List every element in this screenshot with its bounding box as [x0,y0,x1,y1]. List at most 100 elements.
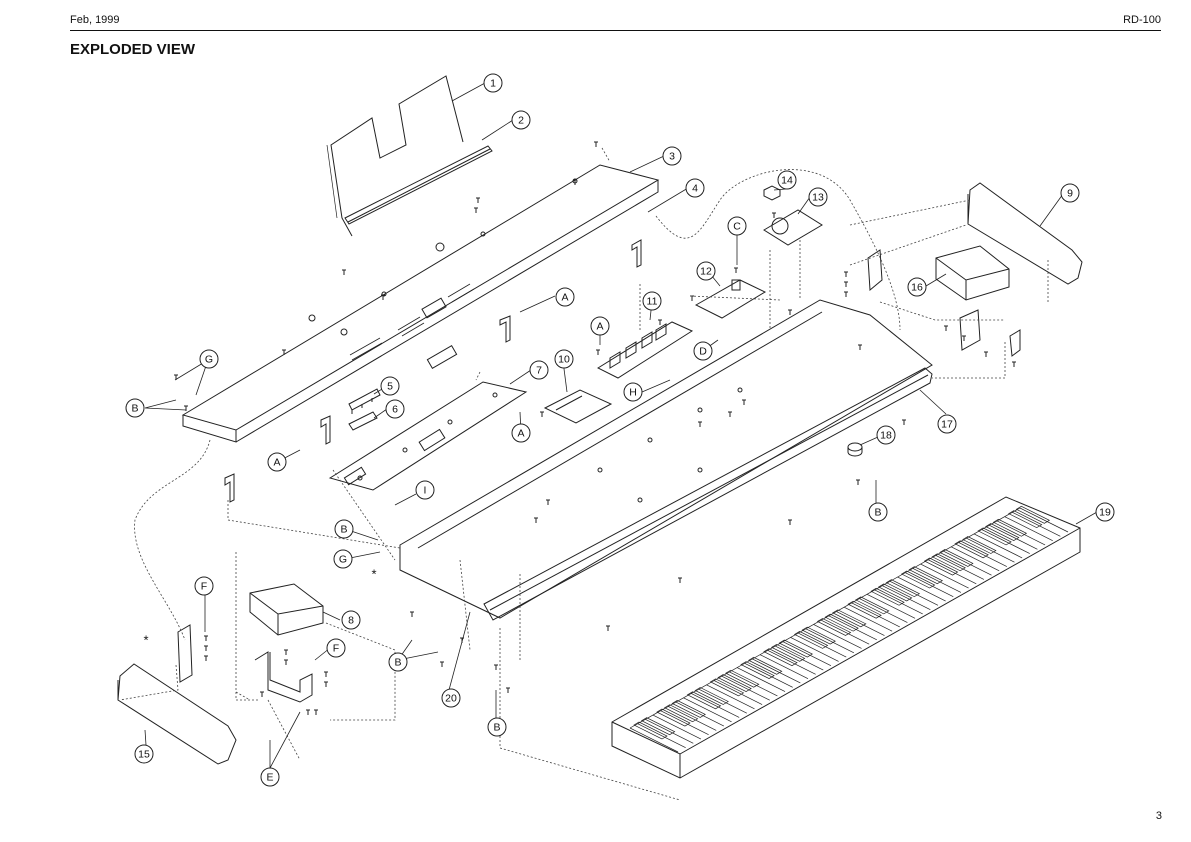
callout-label: A [517,428,524,440]
callout-C: C [727,216,747,236]
screw-mark [506,687,510,693]
screw-mark [381,294,385,300]
black-key [694,687,729,705]
callout-label: 8 [348,615,354,627]
music-rest-wire [330,75,464,237]
callout-17: 17 [937,414,957,434]
black-key [747,656,783,675]
callout-10: 10 [554,349,574,369]
callout-label: 12 [700,266,712,278]
callout-circle [483,73,503,93]
connector-5 [348,388,381,414]
callout-circle [380,376,400,396]
callout-circle [693,341,713,361]
callout-label: A [596,321,603,333]
black-key [977,527,1012,546]
screw-mark [282,349,286,355]
jack-board [596,321,694,379]
callout-label: H [629,387,637,399]
white-key-line [645,719,694,744]
white-key-line [683,697,732,723]
bracket-block-16 [935,245,1010,301]
black-key [633,721,668,740]
guide-lines [119,147,1049,801]
white-key-line [798,632,847,658]
callout-circle [685,178,705,198]
screw-mark [788,519,792,525]
screw-mark [284,659,288,665]
callout-18: 18 [876,425,896,445]
callout-circle [554,349,574,369]
callout-7: 7 [529,360,549,380]
screw-mark [902,419,906,425]
callout-circle [326,638,346,658]
callout-circle [511,110,531,130]
white-key-line [966,537,1015,563]
black-key [931,553,966,572]
screw-mark [734,267,738,273]
callout-B: B [334,519,354,539]
screw-mark [788,309,792,315]
callout-circle [696,261,716,281]
screw-mark [844,291,848,297]
callout-circle [341,610,361,630]
screw-mark [284,649,288,655]
screw-mark [658,319,662,325]
callout-label: 16 [911,282,923,294]
side-bracket [867,249,883,292]
black-key [640,717,676,736]
callout-A: A [267,452,287,472]
white-key-line [675,701,725,727]
side-bracket [177,624,193,683]
white-key-line [843,606,893,632]
white-key-line [981,529,1030,554]
callout-label: 14 [781,175,793,187]
black-key [832,609,867,628]
callout-label: F [201,581,207,593]
black-key [908,566,944,585]
white-key-line [889,581,939,606]
callout-circle [662,146,682,166]
white-key-line [721,675,770,701]
white-key-line [782,641,832,667]
screw-mark [474,207,478,213]
white-key-line [920,563,969,589]
black-key [954,540,989,559]
main-board [328,381,528,491]
callout-circle [727,216,747,236]
white-key-line [989,524,1038,550]
callout-circle [385,399,405,419]
screw-mark [306,709,310,715]
callout-circle [441,688,461,708]
callout-G: G [199,349,219,369]
foot-18 [847,442,863,457]
white-key-line [851,602,900,628]
screw-mark [844,281,848,287]
black-key [939,549,974,567]
callout-circle [777,170,797,190]
callout-14: 14 [777,170,797,190]
callout-circle [937,414,957,434]
white-key-line [775,645,824,671]
callout-6: 6 [385,399,405,419]
white-key-line [767,650,816,675]
callout-label: 7 [536,365,542,377]
screw-mark [204,645,208,651]
callout-label: 11 [647,296,658,308]
bracket-block-8 [249,583,324,636]
black-key [686,691,722,710]
callout-circle [333,549,353,569]
bracket [499,315,511,343]
front-rail [483,367,933,621]
black-key [725,669,760,688]
connector-6 [348,411,378,431]
white-key-line [943,550,992,576]
white-key-line [897,576,946,602]
black-key [793,631,829,649]
callout-circle [623,382,643,402]
white-key-line [790,637,839,662]
bracket [631,239,642,268]
white-key-line [912,568,962,593]
screw-mark [944,325,948,331]
screw-mark [546,499,550,505]
